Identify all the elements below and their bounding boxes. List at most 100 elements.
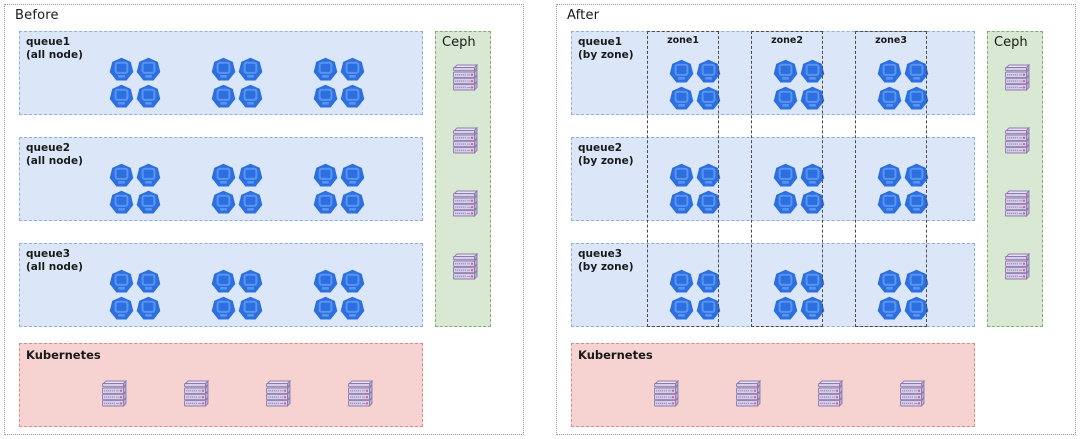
kubernetes-node-icon bbox=[340, 84, 365, 108]
server-stack-icon bbox=[98, 377, 128, 409]
node-group bbox=[210, 162, 264, 216]
node-group bbox=[210, 56, 264, 110]
kubernetes-node-icon bbox=[238, 57, 263, 81]
kubernetes-node-icon bbox=[340, 163, 365, 187]
kubernetes-node-icon bbox=[313, 296, 338, 320]
queue-label-after-3: queue3 (by zone) bbox=[578, 248, 634, 274]
kubernetes-node-icon bbox=[877, 86, 902, 110]
node-group bbox=[312, 268, 366, 322]
queue-mode: (by zone) bbox=[578, 261, 634, 273]
server-stack-icon bbox=[449, 187, 479, 219]
server-stack-icon bbox=[1001, 61, 1031, 93]
kubernetes-node-icon bbox=[238, 163, 263, 187]
kubernetes-node-icon bbox=[773, 86, 798, 110]
kubernetes-node-icon bbox=[211, 190, 236, 214]
kubernetes-node-icon bbox=[800, 190, 825, 214]
kubernetes-node-icon bbox=[877, 269, 902, 293]
kubernetes-node-icon bbox=[904, 190, 929, 214]
zone-label: zone3 bbox=[875, 35, 907, 46]
queue-box-after-1: queue1 (by zone) bbox=[571, 31, 975, 115]
server-stack-icon bbox=[735, 379, 762, 408]
node-group bbox=[668, 58, 722, 112]
kubernetes-label: Kubernetes bbox=[26, 348, 101, 362]
kubernetes-node-icon bbox=[136, 57, 161, 81]
kubernetes-label: Kubernetes bbox=[578, 348, 653, 362]
zone-label: zone2 bbox=[771, 35, 803, 46]
zone-column-3: zone3 bbox=[855, 31, 927, 327]
node-group bbox=[108, 268, 162, 322]
queue-mode: (all node) bbox=[26, 49, 83, 61]
queue-name: queue3 bbox=[26, 248, 71, 260]
kubernetes-node-icon bbox=[136, 190, 161, 214]
node-group bbox=[668, 268, 722, 322]
queue-label-before-2: queue2 (all node) bbox=[26, 142, 83, 168]
kubernetes-node-icon bbox=[877, 163, 902, 187]
kubernetes-node-icon bbox=[696, 163, 721, 187]
kubernetes-node-icon bbox=[340, 296, 365, 320]
node-group bbox=[668, 162, 722, 216]
kubernetes-node-icon bbox=[109, 190, 134, 214]
kubernetes-node-icon bbox=[800, 163, 825, 187]
server-stack-icon bbox=[452, 63, 479, 92]
queue-box-before-2: queue2 (all node) bbox=[19, 137, 423, 221]
server-stack-icon bbox=[732, 377, 762, 409]
queue-label-before-3: queue3 (all node) bbox=[26, 248, 83, 274]
kubernetes-node-icon bbox=[904, 86, 929, 110]
kubernetes-node-icon bbox=[211, 296, 236, 320]
queue-label-before-1: queue1 (all node) bbox=[26, 36, 83, 62]
kubernetes-node-icon bbox=[696, 269, 721, 293]
kubernetes-node-icon bbox=[696, 190, 721, 214]
node-group bbox=[876, 162, 930, 216]
server-stack-icon bbox=[449, 124, 479, 156]
server-stack-icon bbox=[1004, 189, 1031, 218]
server-stack-icon bbox=[650, 377, 680, 409]
kubernetes-node-icon bbox=[904, 59, 929, 83]
kubernetes-node-icon bbox=[773, 296, 798, 320]
server-stack-icon bbox=[347, 379, 374, 408]
zone-label: zone1 bbox=[667, 35, 699, 46]
kubernetes-node-icon bbox=[211, 57, 236, 81]
kubernetes-node-icon bbox=[696, 86, 721, 110]
kubernetes-node-icon bbox=[136, 84, 161, 108]
panel-before: Before queue1 (all node) queue2 (all nod… bbox=[4, 4, 524, 435]
ceph-box-before: Ceph bbox=[435, 31, 491, 327]
node-group bbox=[876, 58, 930, 112]
kubernetes-node-icon bbox=[238, 190, 263, 214]
kubernetes-node-icon bbox=[669, 59, 694, 83]
kubernetes-node-icon bbox=[211, 163, 236, 187]
kubernetes-box-after: Kubernetes bbox=[571, 343, 975, 427]
node-group bbox=[108, 162, 162, 216]
zone-column-1: zone1 bbox=[647, 31, 719, 327]
server-stack-icon bbox=[262, 377, 292, 409]
ceph-box-after: Ceph bbox=[987, 31, 1043, 327]
node-group bbox=[210, 268, 264, 322]
node-group bbox=[876, 268, 930, 322]
queue-box-after-2: queue2 (by zone) bbox=[571, 137, 975, 221]
kubernetes-node-icon bbox=[669, 86, 694, 110]
kubernetes-node-icon bbox=[877, 190, 902, 214]
server-stack-icon bbox=[899, 379, 926, 408]
kubernetes-node-icon bbox=[109, 296, 134, 320]
server-stack-icon bbox=[452, 126, 479, 155]
server-stack-icon bbox=[1001, 187, 1031, 219]
server-stack-icon bbox=[1001, 250, 1031, 282]
kubernetes-node-icon bbox=[238, 269, 263, 293]
server-stack-icon bbox=[1004, 252, 1031, 281]
queue-box-before-3: queue3 (all node) bbox=[19, 243, 423, 327]
queue-mode: (by zone) bbox=[578, 49, 634, 61]
kubernetes-node-icon bbox=[904, 296, 929, 320]
server-stack-icon bbox=[449, 250, 479, 282]
kubernetes-node-icon bbox=[800, 59, 825, 83]
kubernetes-node-icon bbox=[313, 57, 338, 81]
server-stack-icon bbox=[1004, 126, 1031, 155]
queue-label-after-1: queue1 (by zone) bbox=[578, 36, 634, 62]
zone-column-2: zone2 bbox=[751, 31, 823, 327]
kubernetes-node-icon bbox=[313, 269, 338, 293]
queue-name: queue3 bbox=[578, 248, 623, 260]
kubernetes-node-icon bbox=[877, 296, 902, 320]
server-stack-icon bbox=[183, 379, 210, 408]
node-group bbox=[772, 268, 826, 322]
queue-mode: (by zone) bbox=[578, 155, 634, 167]
kubernetes-node-icon bbox=[696, 59, 721, 83]
ceph-label: Ceph bbox=[442, 35, 476, 50]
